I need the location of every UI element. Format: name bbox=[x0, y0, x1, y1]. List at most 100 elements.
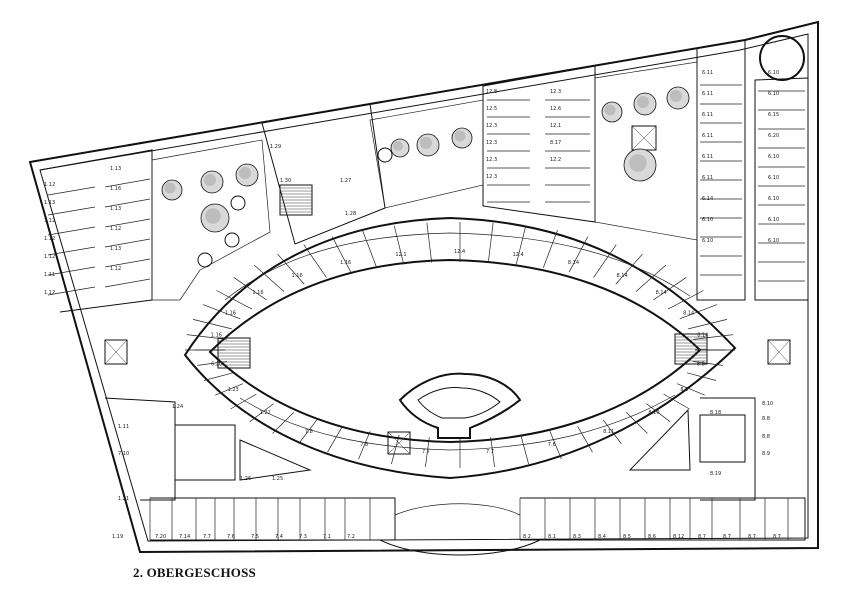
ring-partition bbox=[487, 222, 494, 263]
ring-partition bbox=[688, 319, 728, 330]
room-label: 8.14 bbox=[697, 333, 708, 339]
ring-partition bbox=[277, 253, 305, 285]
room-label: 8.11 bbox=[603, 429, 614, 435]
ring-partition bbox=[358, 431, 371, 460]
ring-partition bbox=[215, 383, 244, 396]
room-label: 6.10 bbox=[768, 238, 779, 244]
partition bbox=[47, 206, 96, 216]
entrance-canopy bbox=[394, 503, 521, 516]
room-label: 1.13 bbox=[110, 246, 121, 252]
ring-partition bbox=[327, 426, 343, 453]
ring-partition bbox=[615, 253, 643, 285]
tree-shade bbox=[393, 141, 403, 151]
partition bbox=[104, 258, 151, 268]
room-label: 1.12 bbox=[110, 266, 121, 272]
room-label: 1.13 bbox=[110, 166, 121, 172]
partition bbox=[47, 286, 96, 296]
room-label: 6.10 bbox=[702, 238, 713, 244]
tree-shade bbox=[203, 173, 217, 187]
lift-cross bbox=[387, 431, 411, 455]
lift-left bbox=[104, 339, 128, 365]
tree-shade bbox=[454, 130, 466, 142]
room-label: 1.30 bbox=[280, 178, 291, 184]
ring-partition bbox=[676, 383, 705, 396]
room-label: 7.5 bbox=[251, 534, 259, 540]
central-stair-core bbox=[417, 387, 501, 419]
room-label: 8.7 bbox=[698, 534, 706, 540]
room-label: 1.12 bbox=[110, 226, 121, 232]
room-label: 6.15 bbox=[768, 112, 779, 118]
courtyard-right bbox=[594, 61, 698, 241]
room-label: 8.18 bbox=[710, 410, 721, 416]
room-label: 1.16 bbox=[340, 260, 351, 266]
ring-partition bbox=[625, 411, 648, 434]
lift-cross bbox=[631, 125, 657, 151]
room-label: 7.1 bbox=[323, 534, 331, 540]
room-label: 7.7 bbox=[422, 449, 430, 455]
lift-cross bbox=[767, 339, 791, 365]
room-label: 6.10 bbox=[768, 91, 779, 97]
tree-shade bbox=[238, 166, 252, 180]
room-label: 6.11 bbox=[702, 112, 713, 118]
partition bbox=[47, 186, 96, 196]
room-label: 8.4 bbox=[598, 534, 606, 540]
room-label: 12.1 bbox=[395, 252, 406, 258]
ring-partition bbox=[253, 264, 285, 292]
room-label: 8.14 bbox=[568, 260, 579, 266]
ring-partition bbox=[186, 334, 227, 340]
room-label: 8.14 bbox=[683, 310, 694, 316]
room-label: 8.19 bbox=[710, 471, 721, 477]
room-label: 6.11 bbox=[702, 175, 713, 181]
central-stair bbox=[398, 372, 522, 439]
room-label: 6.11 bbox=[702, 154, 713, 160]
planter-ring bbox=[377, 147, 393, 163]
room-label: 8.17 bbox=[550, 140, 561, 146]
ring-partition bbox=[549, 431, 562, 460]
room-label: 12.8 bbox=[486, 89, 497, 95]
room-label: 12.3 bbox=[486, 174, 497, 180]
room-label: 12.3 bbox=[486, 157, 497, 163]
courtyard-left bbox=[151, 139, 271, 301]
ring-partition bbox=[693, 334, 734, 340]
tree-shade bbox=[629, 154, 647, 172]
room-label: 6.14 bbox=[702, 196, 713, 202]
room-label: 7.8 bbox=[360, 442, 368, 448]
room-label: 1.22 bbox=[260, 410, 271, 416]
room-label: 12.2 bbox=[550, 157, 561, 163]
room-label: 1.16 bbox=[292, 273, 303, 279]
room-label: 12.4 bbox=[454, 249, 465, 255]
room-label: 8.14 bbox=[656, 290, 667, 296]
ring-partition bbox=[653, 277, 687, 301]
lower-right-block bbox=[700, 397, 756, 501]
ring-partition bbox=[192, 319, 232, 330]
ring-partition bbox=[686, 372, 717, 381]
partition bbox=[104, 198, 151, 208]
room-label: 6.10 bbox=[702, 217, 713, 223]
room-label: 6.10 bbox=[768, 154, 779, 160]
room-label: 1.25 bbox=[272, 476, 283, 482]
room-label: 1.12 bbox=[44, 236, 55, 242]
lift-center bbox=[387, 431, 411, 455]
tree-shade bbox=[419, 136, 433, 150]
ring-partition bbox=[602, 419, 622, 444]
room-label: 1.11 bbox=[118, 424, 129, 430]
room-label: 1.13 bbox=[44, 200, 55, 206]
room-label: 1.12 bbox=[44, 254, 55, 260]
room-label: 6.20 bbox=[211, 361, 222, 367]
room-label: 1.27 bbox=[340, 178, 351, 184]
room-label: 1.26 bbox=[240, 476, 251, 482]
upper-block-left bbox=[39, 149, 153, 313]
room-label: 7.7 bbox=[486, 449, 494, 455]
planter-ring bbox=[230, 195, 246, 211]
room-label: 8.10 bbox=[762, 401, 773, 407]
room-label: 1.24 bbox=[172, 404, 183, 410]
room-label: 1.29 bbox=[270, 144, 281, 150]
wedge-left bbox=[239, 439, 312, 481]
room-label: 1.16 bbox=[252, 290, 263, 296]
room-label: 8.7 bbox=[773, 534, 781, 540]
partition bbox=[104, 178, 151, 188]
ring-partition bbox=[303, 244, 327, 278]
partition bbox=[47, 266, 96, 276]
room-label: 8.7 bbox=[723, 534, 731, 540]
